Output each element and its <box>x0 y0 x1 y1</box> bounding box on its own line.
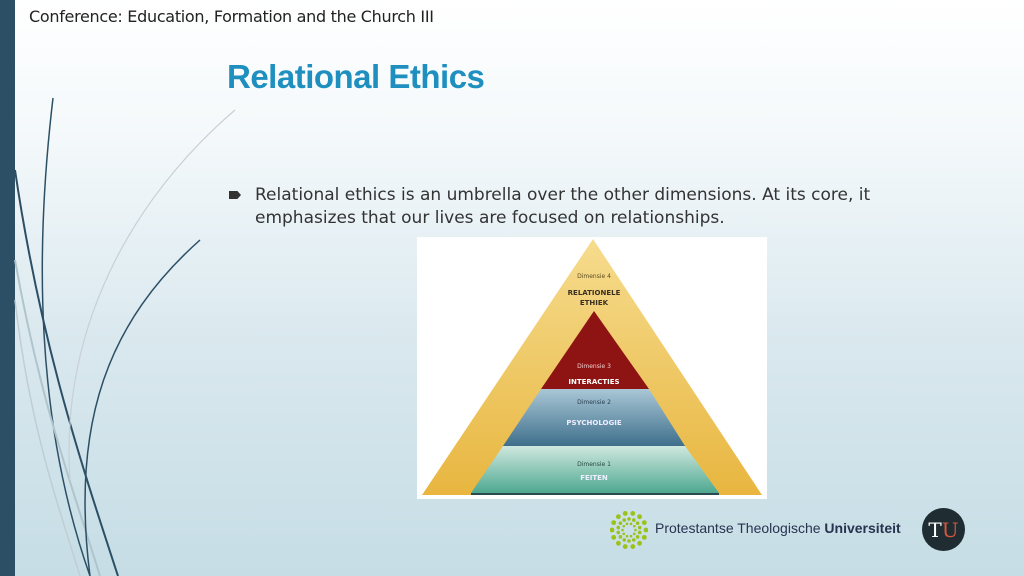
arrow-bullet-icon <box>229 191 241 199</box>
layer-3-triangle <box>541 311 649 389</box>
layer-1-band <box>471 446 719 493</box>
layer-3-label: INTERACTIES <box>568 378 619 386</box>
layer-4-dimension: Dimensie 4 <box>577 273 611 280</box>
layer-3-dimension: Dimensie 3 <box>577 363 611 370</box>
layer-1-label: FEITEN <box>580 474 608 482</box>
slide-title: Relational Ethics <box>227 58 485 95</box>
layer-1-dimension: Dimensie 1 <box>577 461 611 468</box>
layer-2-band <box>503 389 685 446</box>
ptu-logo-icon <box>610 511 648 549</box>
conference-header: Conference: Education, Formation and the… <box>29 7 434 26</box>
layer-2-label: PSYCHOLOGIE <box>566 419 621 427</box>
layer-4-label-2: ETHIEK <box>580 299 609 307</box>
university-name: Protestantse Theologische Universiteit <box>655 520 901 536</box>
bullet-text: Relational ethics is an umbrella over th… <box>255 185 871 228</box>
bullet-item: Relational ethics is an umbrella over th… <box>229 184 909 230</box>
layer-2-dimension: Dimensie 2 <box>577 399 611 406</box>
decorative-curves <box>14 97 236 576</box>
layer-4-label-1: RELATIONELE <box>568 289 621 297</box>
sidebar-accent-bar <box>0 0 15 576</box>
pyramid-diagram: Dimensie 4 RELATIONELE ETHIEK Dimensie 3… <box>417 237 767 499</box>
